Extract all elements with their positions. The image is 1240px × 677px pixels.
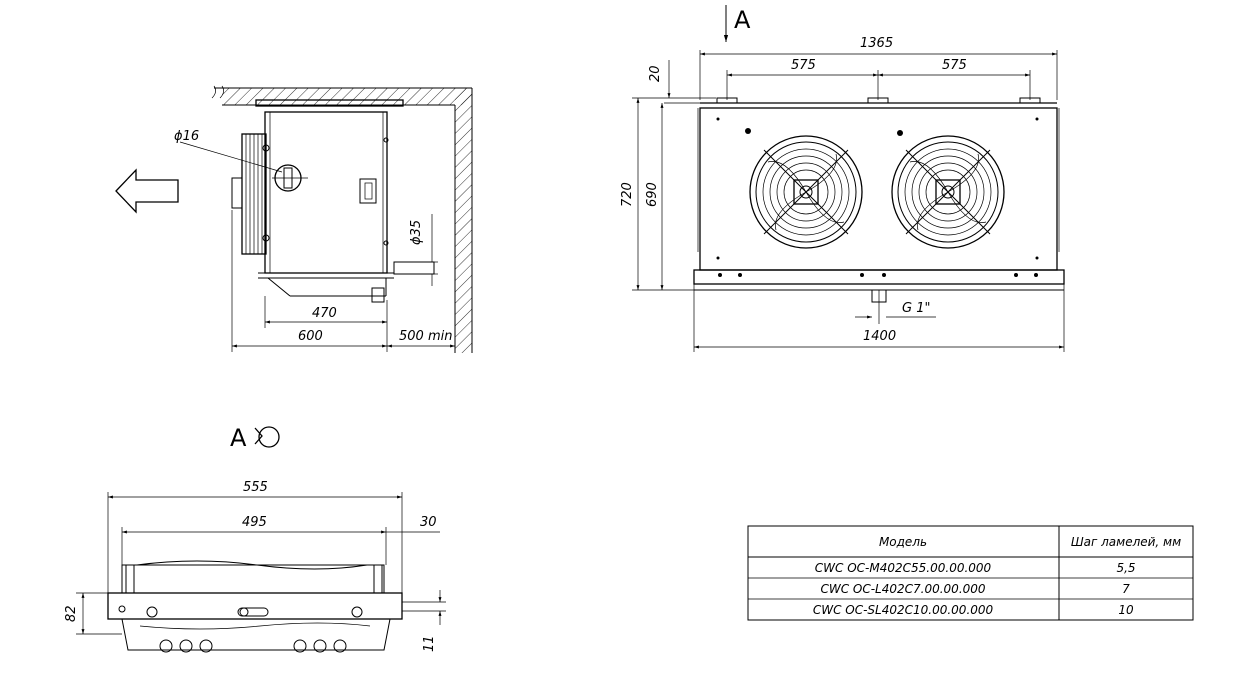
- fan-left: [749, 135, 863, 249]
- dim-575-right: 575: [942, 58, 967, 73]
- dim-575-left: 575: [791, 58, 816, 73]
- table-header-model: Модель: [879, 535, 927, 549]
- table-cell-model: CWC OC-L402C7.00.00.000: [820, 582, 985, 596]
- rotate-symbol-icon: [254, 426, 280, 448]
- dim-82: 82: [64, 605, 79, 622]
- table-cell-fin-pitch: 5,5: [1116, 561, 1135, 575]
- table-cell-fin-pitch: 10: [1118, 603, 1134, 617]
- dim-555: 555: [243, 480, 268, 495]
- dim-1365: 1365: [860, 36, 893, 51]
- table-cell-model: CWC OC-M402C55.00.00.000: [815, 561, 992, 575]
- dim-600: 600: [298, 329, 323, 344]
- dim-720: 720: [620, 182, 635, 207]
- table-cell-fin-pitch: 7: [1122, 582, 1130, 596]
- unit-body-side: [231, 99, 435, 303]
- dim-1400: 1400: [863, 329, 896, 344]
- drain-thread-label: G 1": [902, 301, 930, 316]
- dim-30: 30: [420, 515, 437, 530]
- front-view-arrow-label: A: [734, 6, 751, 34]
- airflow-arrow: [115, 168, 179, 214]
- dim-690: 690: [645, 182, 660, 207]
- front-view: A: [620, 5, 1065, 352]
- dia-inlet-label: ϕ16: [174, 129, 199, 144]
- model-table: Модель Шаг ламелей, мм CWC OC-M402C55.00…: [747, 525, 1194, 621]
- dia-outlet-label: ϕ35: [409, 220, 424, 245]
- fan-right: [891, 135, 1005, 249]
- bottom-view: A 555: [64, 424, 446, 653]
- dim-500min: 500 min: [399, 329, 452, 344]
- dim-470: 470: [312, 306, 337, 321]
- table-header-fin-pitch: Шаг ламелей, мм: [1071, 535, 1181, 549]
- ceiling-wall: [211, 85, 473, 353]
- table-cell-model: CWC OC-SL402C10.00.00.000: [813, 603, 994, 617]
- dim-495: 495: [242, 515, 267, 530]
- bottom-view-label: A: [230, 424, 247, 452]
- dim-20: 20: [648, 65, 663, 82]
- unit-body-bottom: [107, 560, 403, 653]
- side-view: ϕ16 ϕ35 470 600 500 min: [115, 85, 473, 353]
- dim-11: 11: [422, 635, 437, 652]
